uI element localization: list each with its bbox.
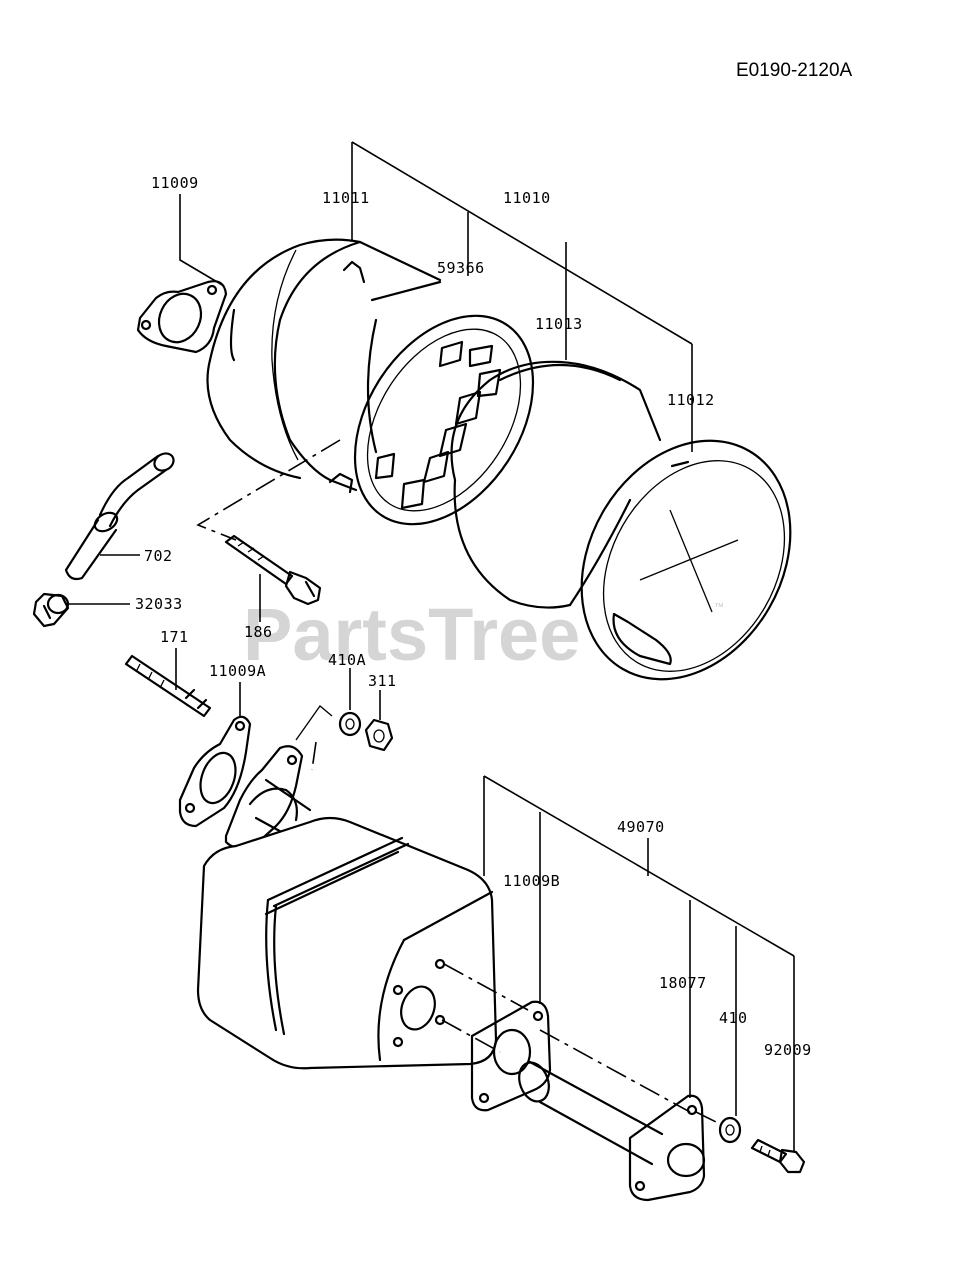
part-410A-washer[interactable]: [338, 711, 362, 737]
label-11011[interactable]: 11011: [322, 189, 370, 207]
part-186-bolt[interactable]: [224, 534, 322, 606]
part-32033-clamp[interactable]: [32, 592, 70, 628]
label-171[interactable]: 171: [160, 628, 189, 646]
label-11013[interactable]: 11013: [535, 315, 583, 333]
label-410A[interactable]: 410A: [328, 651, 366, 669]
part-171-stud[interactable]: [124, 654, 212, 718]
label-11012[interactable]: 11012: [667, 391, 715, 409]
label-92009[interactable]: 92009: [764, 1041, 812, 1059]
label-311[interactable]: 311: [368, 672, 397, 690]
label-410[interactable]: 410: [719, 1009, 748, 1027]
label-702[interactable]: 702: [144, 547, 173, 565]
label-59366[interactable]: 59366: [437, 259, 485, 277]
part-18077-pipe[interactable]: [514, 1058, 706, 1202]
label-11009A[interactable]: 11009A: [209, 662, 266, 680]
part-702-hose[interactable]: [64, 450, 177, 581]
part-92009-bolt[interactable]: [750, 1138, 806, 1174]
part-49070-muffler[interactable]: [196, 816, 498, 1070]
alignment-line-lower: [441, 1019, 501, 1053]
part-410-washer[interactable]: [718, 1116, 742, 1144]
alignment-line-186: [196, 439, 341, 541]
leader-lines: [66, 141, 795, 1152]
label-186[interactable]: 186: [244, 623, 273, 641]
watermark-trademark: ™: [714, 602, 724, 613]
alignment-line-upper: [443, 963, 529, 1011]
label-18077[interactable]: 18077: [659, 974, 707, 992]
label-49070[interactable]: 49070: [617, 818, 665, 836]
part-11009-gasket[interactable]: [136, 280, 228, 354]
label-11009[interactable]: 11009: [151, 174, 199, 192]
part-311-nut[interactable]: [364, 718, 394, 752]
diagram-code: E0190-2120A: [736, 60, 853, 81]
alignment-line-washer: [695, 1111, 721, 1125]
part-11011-housing[interactable]: [206, 238, 442, 494]
part-11009A-gasket[interactable]: [178, 715, 252, 828]
part-11012-cover[interactable]: [540, 403, 832, 717]
label-11010[interactable]: 11010: [503, 189, 551, 207]
part-11009B-gasket[interactable]: [470, 1000, 552, 1112]
label-32033[interactable]: 32033: [135, 595, 183, 613]
alignment-line-410A: [295, 705, 333, 741]
alignment-line-pipe: [539, 1029, 691, 1113]
alignment-line-flange: [311, 741, 317, 771]
part-11013-element[interactable]: [450, 360, 662, 609]
part-59366-plate[interactable]: [318, 283, 570, 557]
label-11009B[interactable]: 11009B: [503, 872, 560, 890]
watermark: PartsTree: [243, 593, 580, 676]
